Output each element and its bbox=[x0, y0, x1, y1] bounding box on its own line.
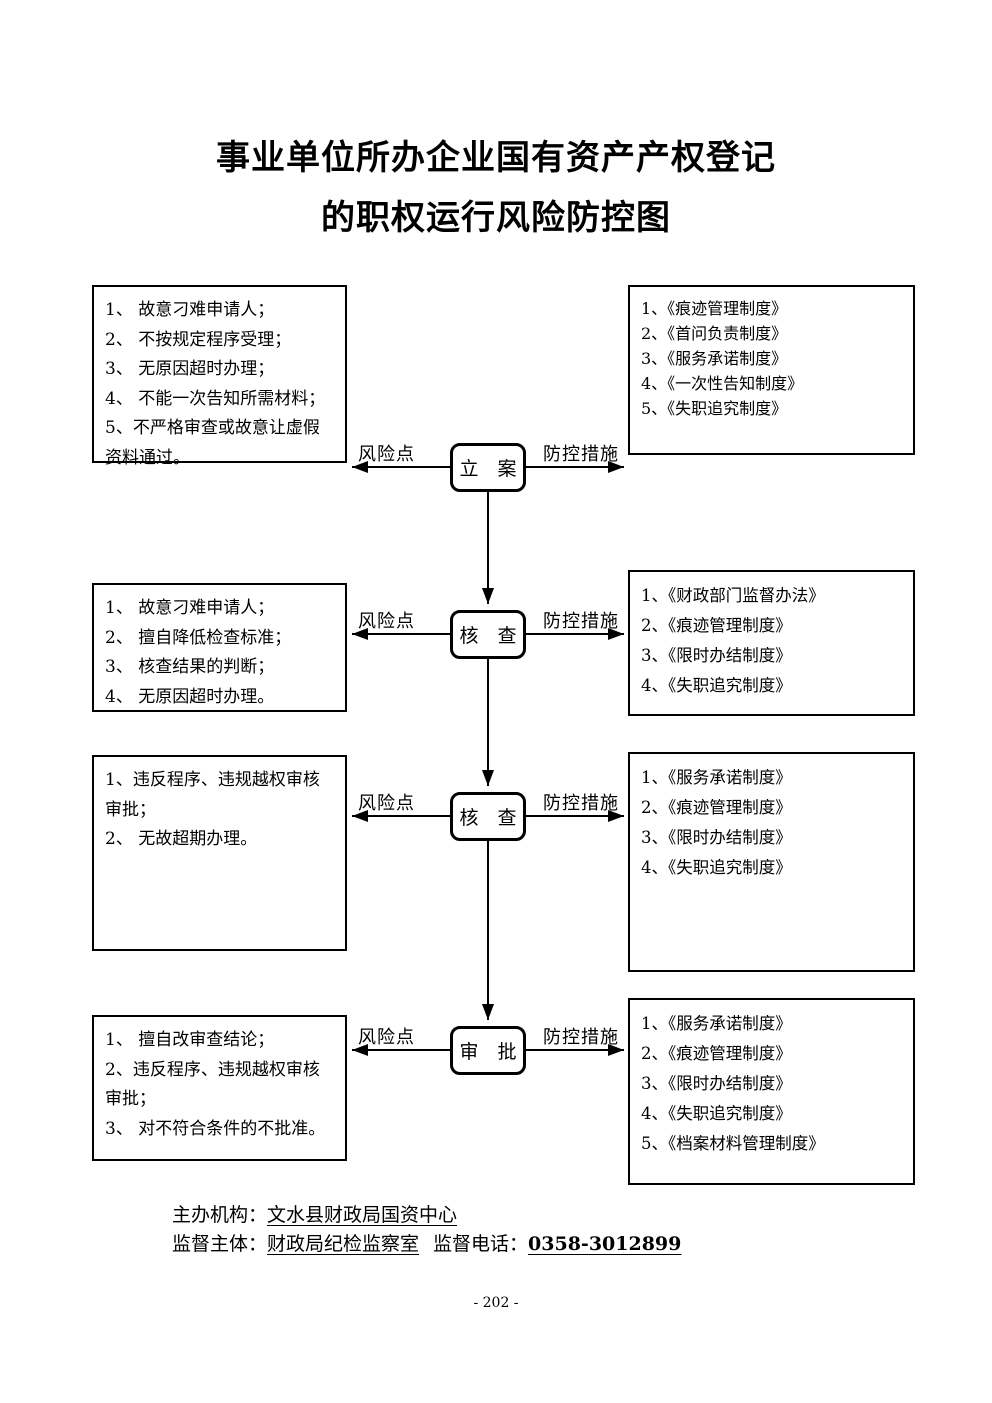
measure-item: 2、《痕迹管理制度》 bbox=[641, 1044, 792, 1063]
risk-item: 2、 擅自降低检查标准； bbox=[105, 627, 292, 648]
measure-item: 1、《服务承诺制度》 bbox=[641, 768, 792, 787]
supervisor-value: 财政局纪检监察室 bbox=[267, 1233, 420, 1255]
risk-point-label-row2: 风险点 bbox=[358, 611, 415, 632]
process-node-approval: 审 批 bbox=[450, 1026, 526, 1075]
measure-item: 4、《一次性告知制度》 bbox=[641, 374, 804, 393]
risk-item: 2、违反程序、违规越权审核审批； bbox=[105, 1059, 320, 1110]
measure-item: 1、《痕迹管理制度》 bbox=[641, 299, 788, 318]
risk-item: 1、违反程序、违规越权审核审批； bbox=[105, 770, 320, 820]
measure-box-row2: 1、《财政部门监督办法》 2、《痕迹管理制度》 3、《限时办结制度》 4、《失职… bbox=[628, 570, 915, 716]
control-measure-label-row1: 防控措施 bbox=[543, 444, 619, 465]
supervisor-label: 监督主体： bbox=[172, 1233, 268, 1255]
organizer-label: 主办机构： bbox=[172, 1204, 268, 1226]
measure-item: 4、《失职追究制度》 bbox=[641, 858, 792, 877]
measure-item: 3、《限时办结制度》 bbox=[641, 1074, 792, 1093]
page-title: 事业单位所办企业国有资产产权登记 的职权运行风险防控图 bbox=[24, 128, 968, 248]
risk-item: 1、 故意刁难申请人； bbox=[105, 598, 275, 618]
risk-item: 4、 无原因超时办理。 bbox=[105, 686, 275, 707]
risk-item: 2、 无故超期办理。 bbox=[105, 829, 258, 849]
risk-item: 1、 故意刁难申请人； bbox=[105, 300, 275, 320]
measure-item: 2、《痕迹管理制度》 bbox=[641, 616, 792, 635]
measure-item: 3、《服务承诺制度》 bbox=[641, 349, 788, 368]
risk-point-label-row4: 风险点 bbox=[358, 1027, 415, 1048]
process-node-filing: 立 案 bbox=[450, 443, 526, 492]
measure-item: 2、《痕迹管理制度》 bbox=[641, 798, 792, 817]
process-node-label: 核 查 bbox=[459, 625, 517, 647]
measure-box-row4: 1、《服务承诺制度》 2、《痕迹管理制度》 3、《限时办结制度》 4、《失职追究… bbox=[628, 998, 915, 1185]
process-node-label: 审 批 bbox=[459, 1041, 517, 1063]
phone-value: 0358-3012899 bbox=[528, 1233, 682, 1255]
organizer-value: 文水县财政局国资中心 bbox=[267, 1204, 458, 1226]
risk-item: 5、不严格审查或故意让虚假资料通过。 bbox=[105, 418, 320, 468]
measure-box-row3: 1、《服务承诺制度》 2、《痕迹管理制度》 3、《限时办结制度》 4、《失职追究… bbox=[628, 752, 915, 972]
risk-item: 3、 对不符合条件的不批准。 bbox=[105, 1118, 326, 1139]
risk-point-label-row1: 风险点 bbox=[358, 444, 415, 465]
measure-item: 5、《失职追究制度》 bbox=[641, 399, 788, 418]
measure-box-row1: 1、《痕迹管理制度》 2、《首问负责制度》 3、《服务承诺制度》 4、《一次性告… bbox=[628, 285, 915, 455]
process-node-verify-1: 核 查 bbox=[450, 610, 526, 659]
measure-item: 2、《首问负责制度》 bbox=[641, 324, 788, 343]
measure-item: 4、《失职追究制度》 bbox=[641, 676, 792, 695]
page-number: - 202 - bbox=[473, 1295, 519, 1311]
control-measure-label-row2: 防控措施 bbox=[543, 611, 619, 632]
page-title-line-1: 事业单位所办企业国有资产产权登记 bbox=[216, 138, 776, 178]
risk-point-label-row3: 风险点 bbox=[358, 793, 415, 814]
measure-item: 5、《档案材料管理制度》 bbox=[641, 1134, 825, 1153]
footer-supervisor-line: 监督主体：财政局纪检监察室监督电话：0358-3012899 bbox=[172, 1230, 681, 1259]
footer-organizer-line: 主办机构：文水县财政局国资中心 bbox=[172, 1201, 681, 1230]
risk-item: 3、 核查结果的判断； bbox=[105, 657, 275, 677]
risk-item: 4、 不能一次告知所需材料； bbox=[105, 388, 326, 409]
process-node-label: 核 查 bbox=[459, 807, 517, 829]
risk-box-row1: 1、 故意刁难申请人； 2、 不按规定程序受理； 3、 无原因超时办理； 4、 … bbox=[92, 285, 347, 468]
control-measure-label-row4: 防控措施 bbox=[543, 1027, 619, 1048]
risk-box-row3: 1、违反程序、违规越权审核审批； 2、 无故超期办理。 bbox=[92, 755, 347, 951]
measure-item: 3、《限时办结制度》 bbox=[641, 828, 792, 847]
phone-label: 监督电话： bbox=[433, 1233, 529, 1255]
risk-item: 1、 擅自改审查结论； bbox=[105, 1030, 275, 1050]
footer: 主办机构：文水县财政局国资中心 监督主体：财政局纪检监察室监督电话：0358-3… bbox=[172, 1201, 681, 1259]
process-node-verify-2: 核 查 bbox=[450, 792, 526, 841]
measure-item: 1、《财政部门监督办法》 bbox=[641, 586, 825, 605]
risk-box-row4: 1、 擅自改审查结论； 2、违反程序、违规越权审核审批； 3、 对不符合条件的不… bbox=[92, 1015, 347, 1161]
measure-item: 4、《失职追究制度》 bbox=[641, 1104, 792, 1123]
risk-item: 2、 不按规定程序受理； bbox=[105, 329, 292, 350]
process-node-label: 立 案 bbox=[459, 458, 517, 480]
control-measure-label-row3: 防控措施 bbox=[543, 793, 619, 814]
measure-item: 3、《限时办结制度》 bbox=[641, 646, 792, 665]
measure-item: 1、《服务承诺制度》 bbox=[641, 1014, 792, 1033]
page-title-line-2: 的职权运行风险防控图 bbox=[321, 198, 671, 238]
risk-box-row2: 1、 故意刁难申请人； 2、 擅自降低检查标准； 3、 核查结果的判断； 4、 … bbox=[92, 583, 347, 712]
risk-item: 3、 无原因超时办理； bbox=[105, 359, 275, 379]
